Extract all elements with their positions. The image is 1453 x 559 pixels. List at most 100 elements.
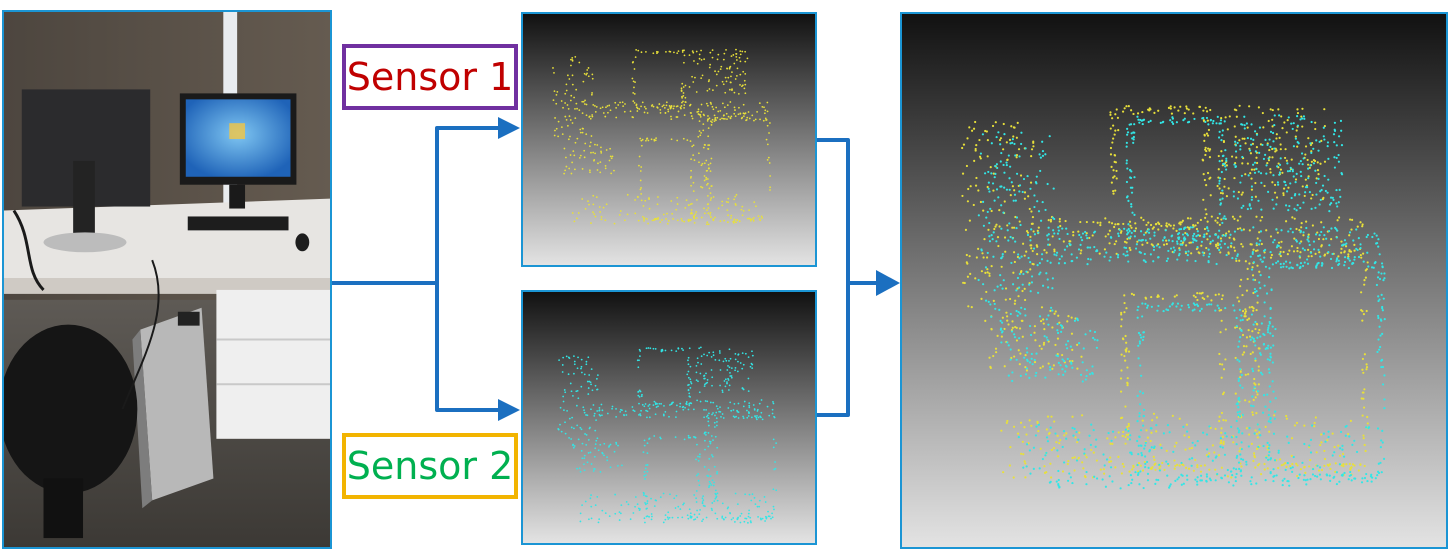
cloud-point	[1241, 245, 1244, 248]
cloud-point	[1250, 177, 1253, 180]
cloud-point	[1357, 255, 1361, 259]
cloud-point	[1091, 372, 1094, 375]
cloud-point	[996, 285, 999, 288]
cloud-point	[733, 403, 736, 405]
cloud-point	[704, 431, 707, 434]
cloud-point	[714, 489, 717, 492]
cloud-point	[1197, 234, 1200, 237]
cloud-point	[993, 176, 996, 179]
cloud-point	[1259, 239, 1262, 242]
cloud-point	[1378, 345, 1382, 349]
cloud-point	[1206, 448, 1209, 451]
cloud-point	[1359, 221, 1362, 224]
cloud-point	[590, 222, 592, 224]
cloud-point	[1021, 335, 1024, 338]
cloud-point	[1078, 233, 1081, 237]
cloud-point	[568, 167, 571, 170]
cloud-point	[1281, 483, 1284, 487]
cloud-point	[1121, 434, 1124, 438]
cloud-point	[1211, 459, 1214, 462]
cloud-point	[574, 108, 576, 110]
cloud-point	[1252, 291, 1255, 295]
cloud-point	[1319, 443, 1322, 447]
cloud-point	[999, 185, 1002, 188]
cloud-point	[1365, 426, 1368, 429]
cloud-point	[1245, 336, 1249, 339]
cloud-point	[1026, 359, 1029, 363]
cloud-point	[1027, 256, 1030, 260]
cloud-point	[608, 159, 611, 162]
cloud-point	[1298, 473, 1301, 476]
cloud-point	[1073, 469, 1076, 472]
cloud-point	[1221, 446, 1224, 449]
cloud-point	[597, 521, 600, 524]
cloud-point	[1269, 306, 1272, 310]
cloud-point	[1320, 139, 1323, 142]
cloud-point	[1024, 462, 1027, 465]
cloud-point	[1186, 430, 1189, 433]
cloud-point	[688, 402, 691, 405]
cloud-point	[1249, 207, 1253, 210]
cloud-point	[1136, 394, 1139, 398]
cloud-point	[1204, 146, 1207, 149]
cloud-point	[1112, 176, 1115, 179]
cloud-point	[1049, 309, 1052, 312]
cloud-point	[1130, 453, 1133, 456]
cloud-point	[1178, 417, 1181, 420]
cloud-point	[961, 146, 964, 150]
cloud-point	[636, 359, 639, 362]
cloud-point	[573, 445, 576, 447]
cloud-point	[999, 319, 1002, 322]
cloud-point	[1254, 359, 1257, 362]
cloud-point	[648, 416, 651, 419]
cloud-point	[1043, 465, 1046, 468]
cloud-point	[1204, 208, 1207, 211]
cloud-point	[742, 115, 745, 118]
cloud-point	[1322, 126, 1325, 129]
cloud-point	[1296, 111, 1300, 115]
cloud-point	[1030, 352, 1033, 356]
cloud-point	[1165, 222, 1168, 225]
cloud-point	[1284, 204, 1288, 207]
cloud-point	[575, 390, 578, 393]
cloud-point	[729, 512, 732, 515]
cloud-point	[1295, 239, 1298, 242]
cloud-point	[648, 437, 651, 440]
cloud-point	[1208, 468, 1211, 471]
cloud-point	[698, 113, 701, 116]
cloud-point	[1255, 412, 1258, 415]
cloud-point	[1208, 452, 1211, 455]
cloud-point	[1127, 105, 1130, 108]
cloud-point	[1112, 124, 1115, 127]
cloud-point	[1136, 439, 1139, 443]
cloud-point	[1335, 228, 1338, 231]
cloud-point	[734, 195, 737, 198]
cloud-point	[645, 464, 648, 467]
cloud-point	[1304, 153, 1307, 156]
cloud-point	[1221, 159, 1224, 162]
cloud-point	[563, 147, 566, 150]
cloud-point	[1360, 291, 1363, 294]
cloud-point	[1244, 399, 1247, 402]
cloud-point	[712, 89, 714, 92]
cloud-point	[719, 220, 722, 222]
cloud-point	[734, 202, 737, 205]
cloud-point	[1333, 121, 1337, 124]
cloud-point	[1039, 156, 1042, 159]
cloud-point	[1287, 480, 1290, 483]
cloud-point	[1071, 426, 1074, 430]
cloud-point	[1185, 423, 1188, 426]
cloud-point	[1079, 373, 1083, 376]
cloud-point	[1063, 360, 1066, 363]
cloud-point	[770, 517, 772, 520]
cloud-point	[987, 181, 990, 184]
cloud-point	[691, 50, 694, 52]
cloud-point	[1353, 258, 1356, 261]
cloud-point	[692, 190, 695, 193]
cloud-point	[1316, 231, 1319, 234]
cloud-point	[1139, 364, 1142, 367]
cloud-point	[701, 520, 703, 523]
cloud-point	[1023, 191, 1027, 194]
cloud-point	[1112, 137, 1115, 140]
cloud-point	[1291, 466, 1294, 469]
